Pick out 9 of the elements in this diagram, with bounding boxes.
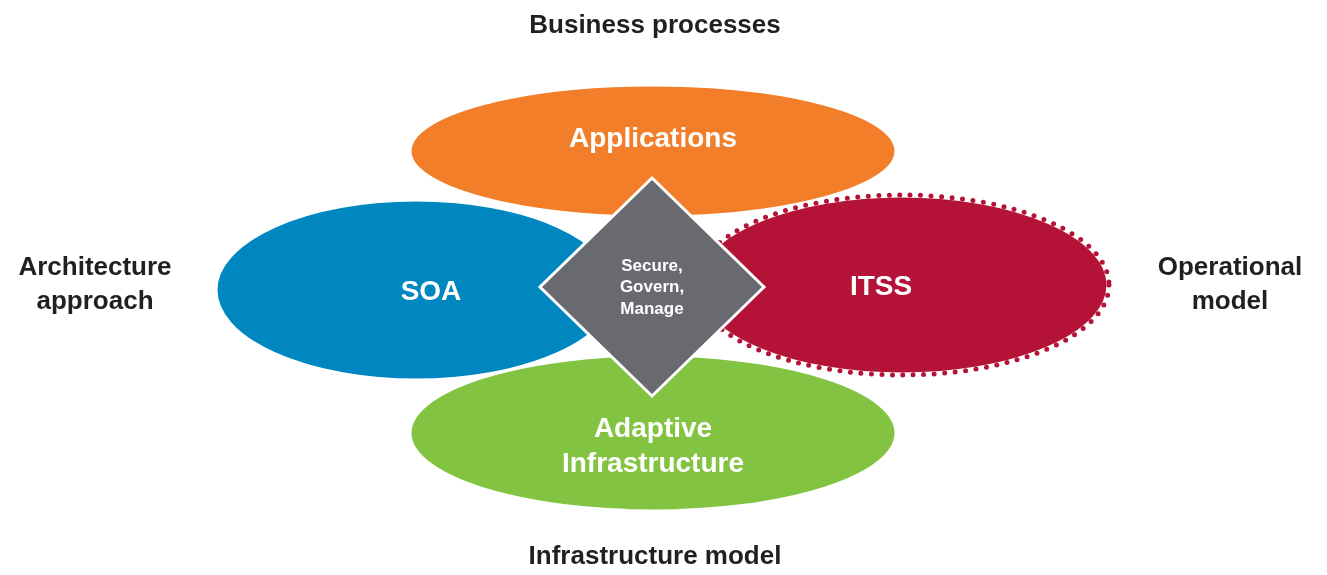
axis-caption: Infrastructure model: [527, 539, 783, 573]
ellipse-label: Applications: [568, 120, 738, 155]
ellipse-label: Adaptive Infrastructure: [560, 411, 745, 480]
ellipse-label: SOA: [399, 273, 463, 308]
axis-caption: Business processes: [528, 8, 782, 42]
axis-caption: Architecture approach: [17, 250, 173, 317]
ellipse-label: ITSS: [848, 268, 914, 303]
diamond-label: Secure, Govern, Manage: [618, 255, 686, 319]
axis-caption: Operational model: [1156, 250, 1304, 317]
